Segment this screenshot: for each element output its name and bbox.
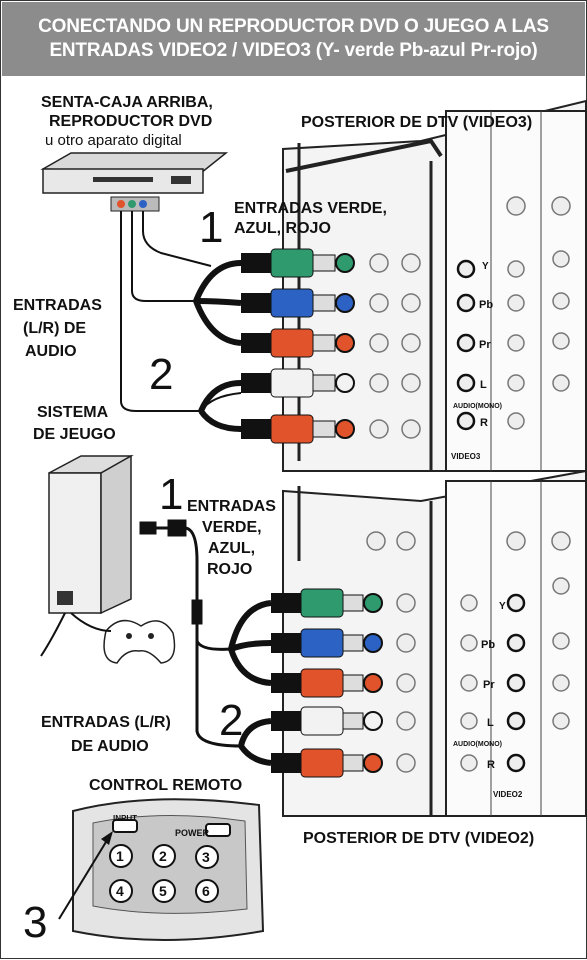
- top-panel-video-label: VIDEO3: [451, 452, 481, 461]
- dvd-label-line1: SENTA-CAJA ARRIBA,: [41, 94, 213, 111]
- top-step1-label-line2: AZUL, ROJO: [234, 220, 331, 237]
- top-panel-label-pb: Pb: [479, 299, 494, 311]
- top-step1-number: 1: [199, 203, 224, 252]
- step3-arrow: [58, 831, 113, 920]
- top-step2-number: 2: [149, 350, 174, 399]
- top-audio-label-line2: (L/R) DE: [23, 320, 87, 337]
- header-title-line2: ENTRADAS VIDEO2 / VIDEO3 (Y- verde Pb-az…: [49, 40, 538, 61]
- bottom-step1-number: 1: [159, 470, 184, 519]
- top-green-plug: [241, 248, 355, 278]
- bottom-step1-label-line2: VERDE,: [202, 519, 262, 536]
- remote-button-3: 3: [202, 849, 210, 865]
- bottom-step1-label-line4: ROJO: [207, 561, 253, 578]
- header-banner: CONECTANDO UN REPRODUCTOR DVD O JUEGO A …: [2, 2, 585, 76]
- top-panel-label-y: Y: [482, 261, 489, 272]
- top-jacks: [369, 196, 571, 439]
- bottom-panel-label-pb: Pb: [481, 639, 496, 651]
- top-audio-label-line1: ENTRADAS: [13, 297, 102, 314]
- bottom-audio-label-line1: ENTRADAS (L/R): [41, 714, 171, 731]
- bottom-step1-label-line1: ENTRADAS: [187, 498, 276, 515]
- top-panel-label-l: L: [480, 379, 487, 391]
- bottom-audio-label-line2: DE AUDIO: [71, 738, 149, 755]
- top-step1-label-line1: ENTRADAS VERDE,: [234, 200, 387, 217]
- remote-button-1: 1: [116, 848, 124, 864]
- tv-back-panel-video3: [282, 99, 587, 472]
- remote-button-5: 5: [159, 883, 167, 899]
- bottom-panel-label-l: L: [487, 717, 494, 729]
- game-label-line1: SISTEMA: [37, 404, 109, 421]
- dvd-label-line3: u otro aparato digital: [45, 132, 182, 149]
- bottom-panel-label-r: R: [487, 759, 495, 771]
- remote-button-4: 4: [116, 883, 124, 899]
- bottom-panel-label-pr: Pr: [483, 679, 495, 691]
- bottom-blue-plug: [271, 628, 383, 658]
- step3-number: 3: [23, 898, 48, 947]
- top-red-plug: [241, 328, 355, 358]
- bottom-white-audio-plug: [271, 706, 383, 736]
- top-audio-label-line3: AUDIO: [25, 343, 77, 360]
- bottom-panel-label-y: Y: [499, 601, 506, 612]
- top-video-cable-bundle: [193, 260, 242, 432]
- top-panel-label-r: R: [480, 417, 488, 429]
- remote-input-label: INPUT: [113, 814, 137, 823]
- bottom-green-plug: [271, 588, 383, 618]
- bottom-video-cable-bundle: [228, 600, 272, 766]
- top-panel-label-pr: Pr: [479, 339, 491, 351]
- bottom-red-audio-plug: [271, 748, 383, 778]
- bottom-panel-audio-label: AUDIO(MONO): [453, 741, 502, 748]
- remote-power-label: POWER: [175, 828, 210, 838]
- dvd-player-icon: [40, 152, 229, 212]
- game-console-icon: [48, 454, 134, 615]
- remote-title: CONTROL REMOTO: [89, 777, 243, 794]
- dvd-label-line2: REPRODUCTOR DVD: [49, 113, 213, 130]
- bottom-cables: [139, 519, 242, 748]
- top-red-audio-plug: [241, 414, 355, 444]
- bottom-step1-label-line3: AZUL,: [208, 540, 256, 557]
- top-panel-audio-label: AUDIO(MONO): [453, 403, 502, 410]
- header-title-line1: CONECTANDO UN REPRODUCTOR DVD O JUEGO A …: [38, 16, 549, 37]
- top-blue-plug: [241, 288, 355, 318]
- game-label-line2: DE JEUGO: [33, 426, 116, 443]
- tv-video3-label: POSTERIOR DE DTV (VIDEO3): [301, 114, 533, 131]
- tv-video2-label: POSTERIOR DE DTV (VIDEO2): [303, 830, 535, 847]
- remote-button-2: 2: [159, 848, 167, 864]
- bottom-red-plug: [271, 668, 383, 698]
- game-controller-icon: [103, 619, 176, 664]
- top-white-audio-plug: [241, 368, 355, 398]
- remote-button-6: 6: [202, 883, 210, 899]
- bottom-step2-number: 2: [219, 696, 244, 745]
- remote-control-icon: [72, 798, 265, 941]
- bottom-panel-video-label: VIDEO2: [493, 790, 523, 799]
- bottom-jacks: [366, 531, 571, 773]
